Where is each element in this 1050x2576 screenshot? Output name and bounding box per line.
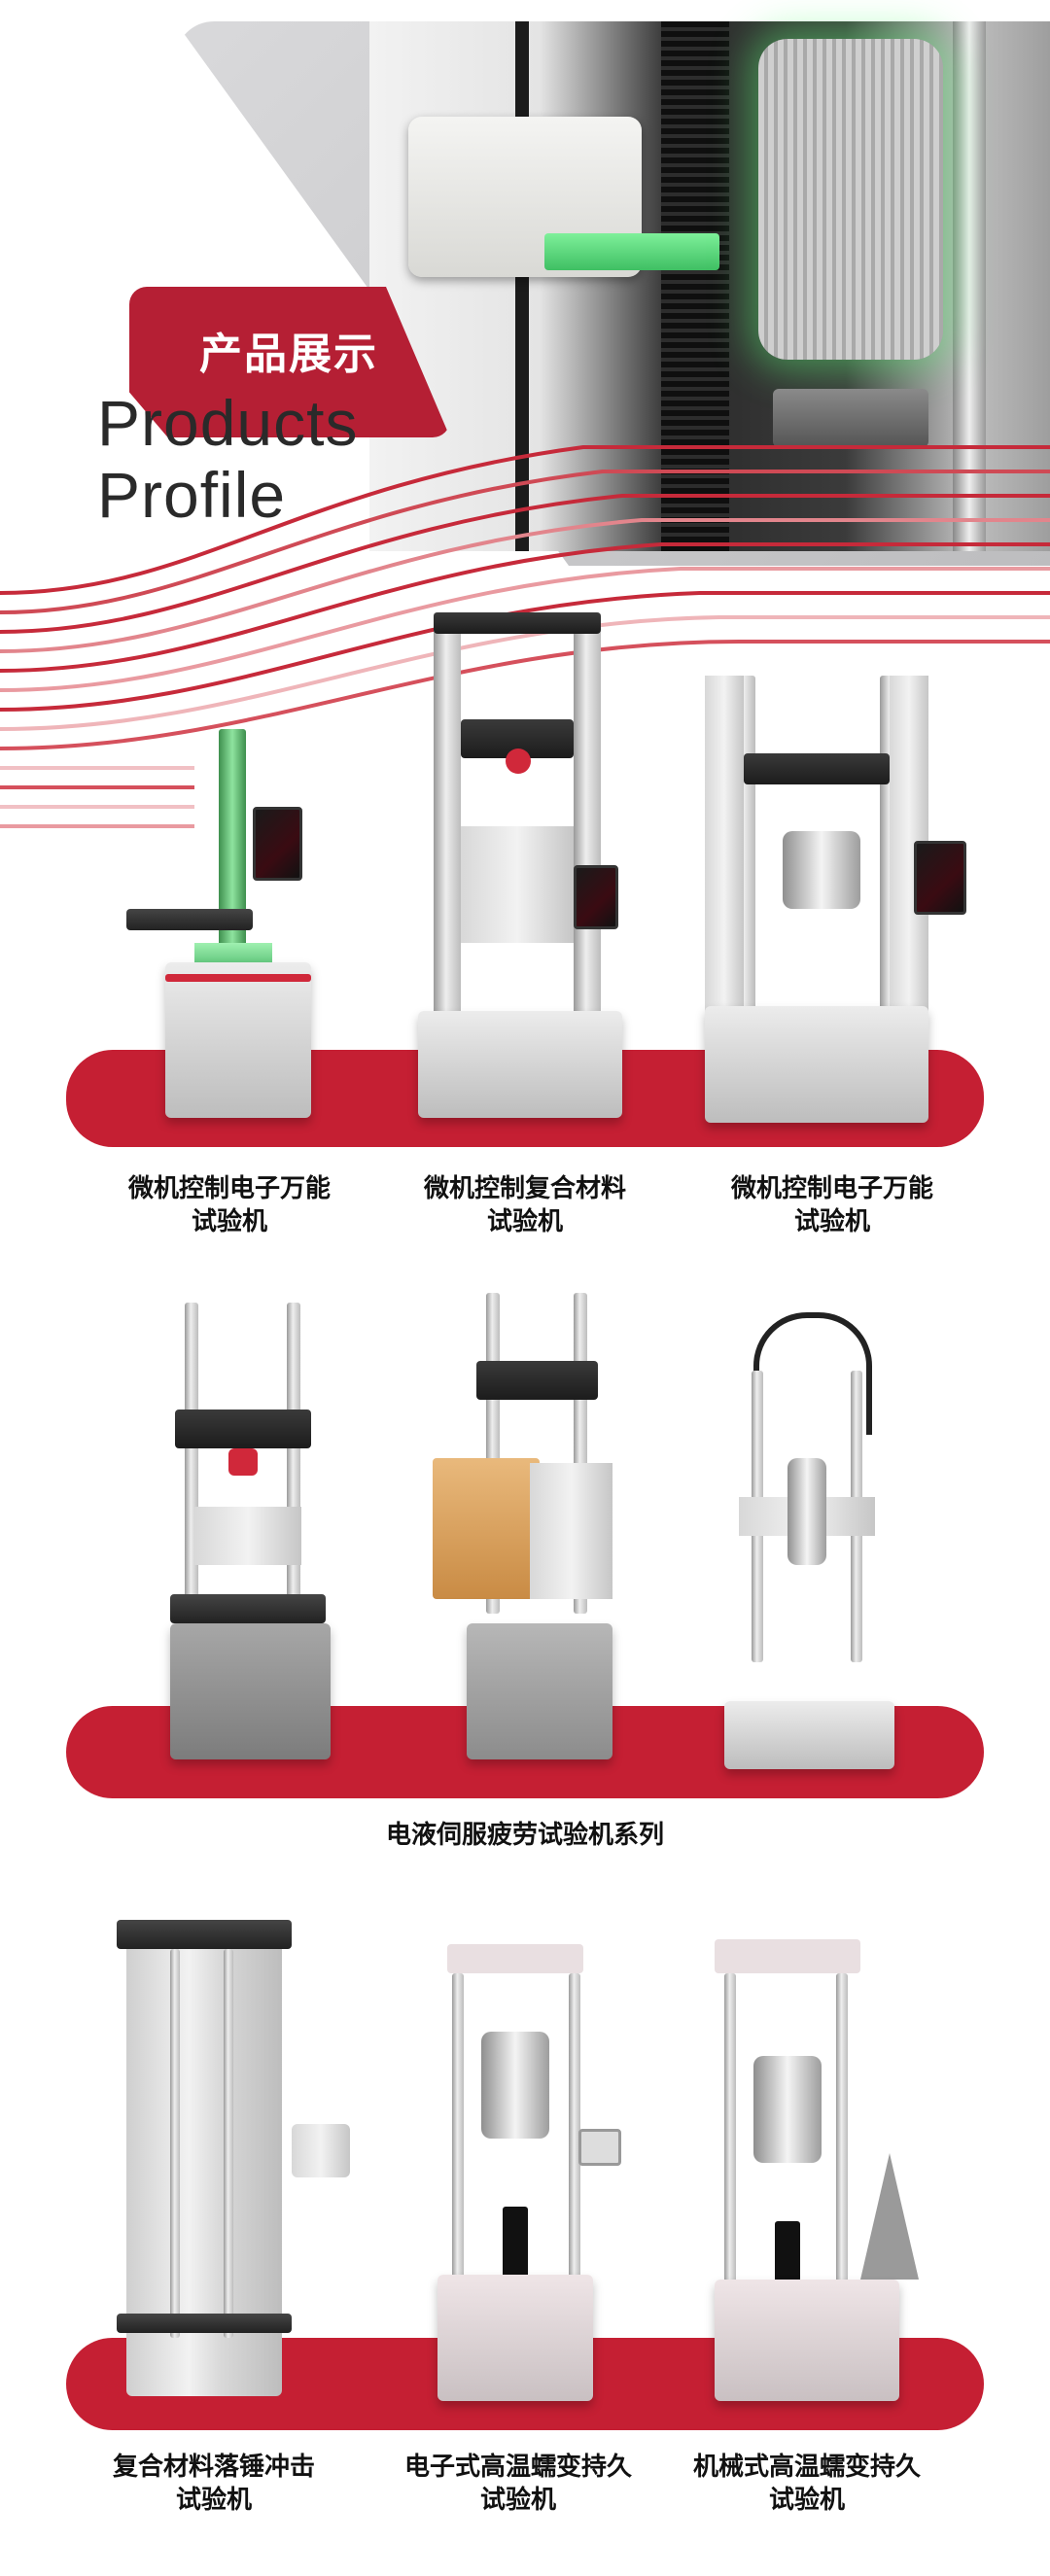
decorative-stripes (0, 445, 1050, 828)
product-label-universal-1: 微机控制电子万能 试验机 (84, 1171, 375, 1237)
product-label-fatigue-series: 电液伺服疲劳试验机系列 (385, 1820, 664, 1849)
product-label-line2: 试验机 (479, 2485, 556, 2514)
product-label-universal-2: 微机控制电子万能 试验机 (686, 1171, 978, 1237)
product-image-electronic-creep-tester (433, 1944, 637, 2401)
product-label-line1: 微机控制复合材料 (423, 1173, 626, 1202)
hero-column-right (953, 21, 986, 551)
product-label-line2: 试验机 (768, 2485, 845, 2514)
product-label-mechanical-creep: 机械式高温蠕变持久 试验机 (661, 2450, 953, 2516)
product-image-universal-tester-2 (705, 676, 967, 1123)
product-label-line2: 试验机 (793, 1206, 870, 1236)
product-image-composite-tester (418, 612, 661, 1118)
page-title-en: Products Profile (97, 387, 428, 531)
product-label-line1: 电子式高温蠕变持久 (403, 2452, 632, 2481)
product-label-line1: 复合材料落锤冲击 (112, 2452, 315, 2481)
product-label-line1: 微机控制电子万能 (730, 1173, 933, 1202)
product-image-mechanical-creep-tester (715, 1939, 938, 2401)
product-image-fatigue-tester-1 (156, 1303, 369, 1759)
product-image-drop-weight-tester (117, 1920, 360, 2396)
page-title-en-line1: Products (97, 387, 359, 459)
product-image-fatigue-tester-3 (724, 1312, 899, 1769)
page-title-en-line2: Profile (97, 459, 287, 531)
product-label-line2: 试验机 (191, 1206, 267, 1236)
page-title-cn: 产品展示 (199, 331, 378, 378)
title-red-tab (129, 287, 450, 437)
product-label-line1: 微机控制电子万能 (127, 1173, 331, 1202)
product-label-drop-weight: 复合材料落锤冲击 试验机 (68, 2450, 360, 2516)
hero-column-dark (661, 21, 729, 551)
product-label-line2: 试验机 (175, 2485, 252, 2514)
product-label-line2: 试验机 (486, 1206, 563, 1236)
hero-green-bracket (544, 233, 719, 270)
product-label-line1: 机械式高温蠕变持久 (692, 2452, 921, 2481)
product-image-universal-tester-1 (126, 719, 311, 1118)
product-label-electronic-creep: 电子式高温蠕变持久 试验机 (372, 2450, 664, 2516)
hero-grip (773, 389, 928, 447)
product-image-fatigue-tester-2 (433, 1293, 637, 1759)
product-label-composite: 微机控制复合材料 试验机 (379, 1171, 671, 1237)
hero-furnace (758, 39, 943, 360)
